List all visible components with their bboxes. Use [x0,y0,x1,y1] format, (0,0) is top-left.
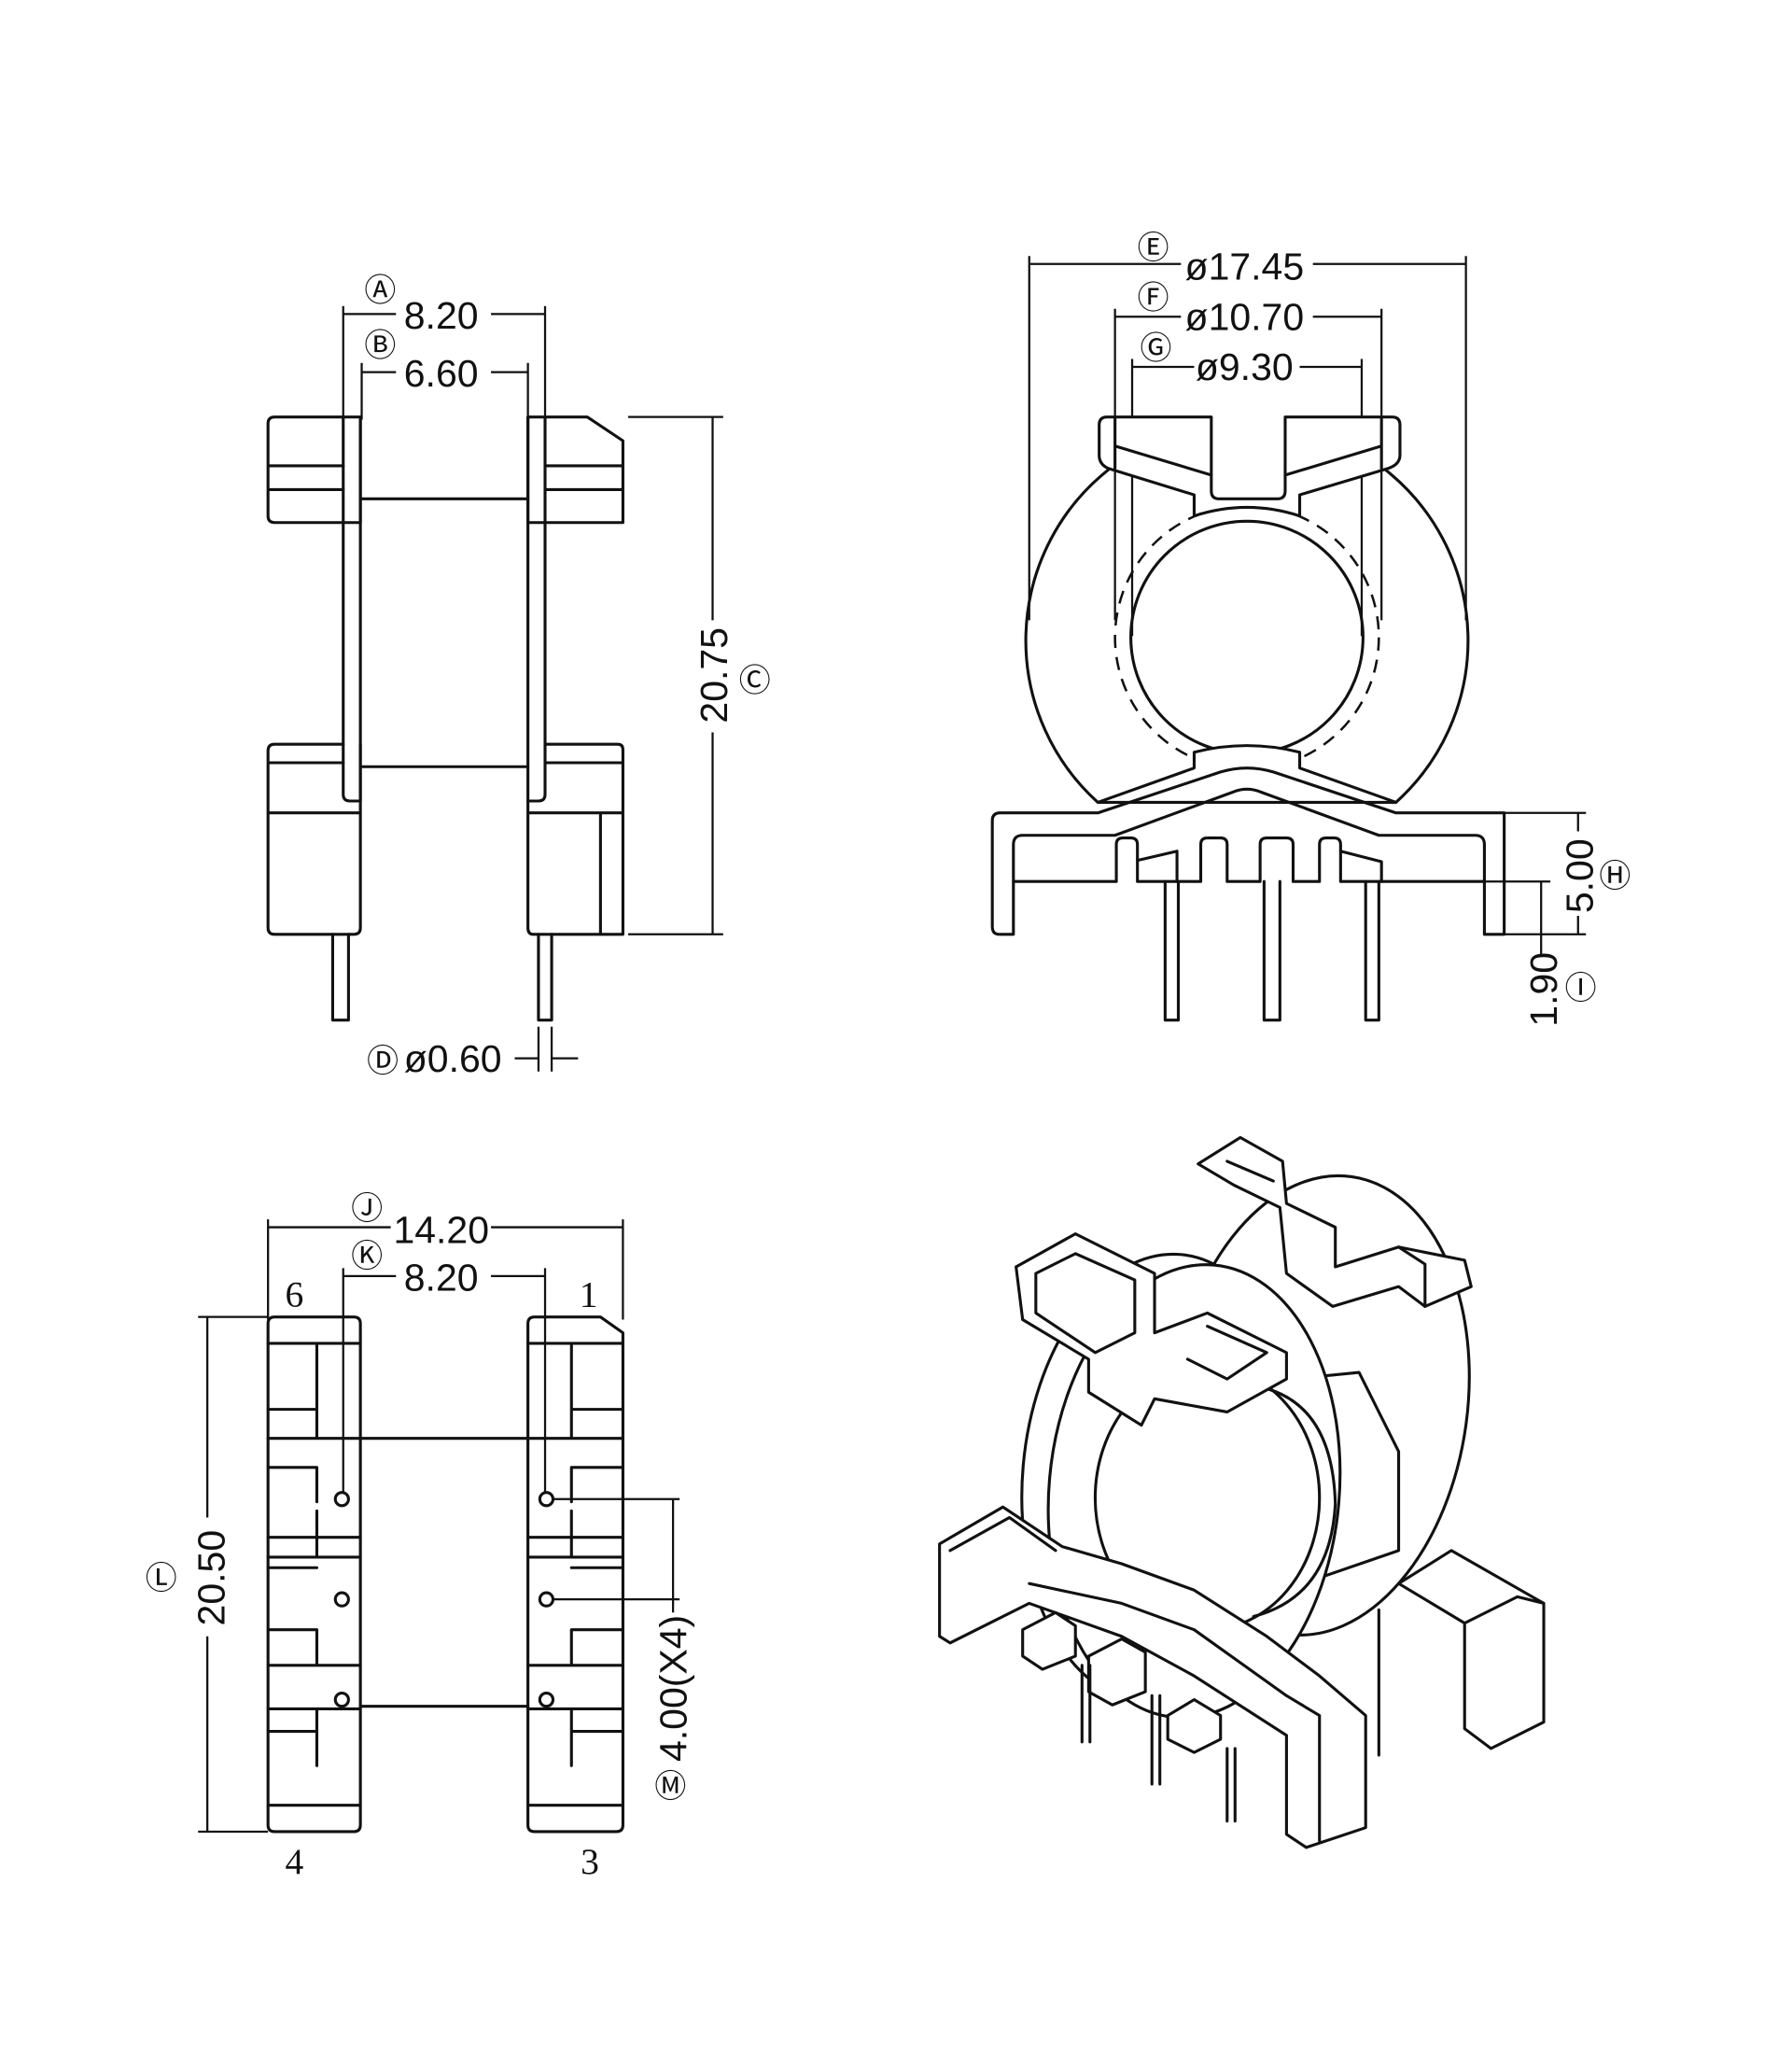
dim-a-tag: Ⓐ [364,273,396,308]
side-view: Ⓐ 8.20 Ⓑ 6.60 Ⓓ ø0.60 20.75 Ⓒ [266,273,771,1080]
dim-c-tag: Ⓒ [739,664,771,699]
dim-k-tag: Ⓚ [351,1239,383,1274]
dim-e-value: ø17.45 [1185,246,1305,288]
dim-m-value: 4.00(X4) [651,1615,694,1762]
dim-g-value: ø9.30 [1196,345,1294,388]
dimension-e: Ⓔ ø17.45 [1028,231,1467,621]
dim-g-tag: Ⓖ [1140,330,1171,366]
dimension-g: Ⓖ ø9.30 [1130,330,1364,637]
dim-b-value: 6.60 [404,352,479,395]
dimension-d: Ⓓ ø0.60 [367,1026,579,1080]
dimension-l: 20.50 Ⓛ [146,1315,269,1834]
pin-label-3: 3 [581,1841,599,1882]
dimension-c: 20.75 Ⓒ [628,415,771,935]
bottom-view: Ⓙ 14.20 Ⓚ 8.20 6 1 4 3 20.50 Ⓛ 4.00(X4) [146,1191,695,1882]
dim-j-value: 14.20 [393,1209,489,1252]
dim-e-tag: Ⓔ [1138,231,1169,266]
pin-label-4: 4 [286,1841,304,1882]
dim-l-value: 20.50 [190,1530,233,1626]
dim-i-tag: Ⓘ [1565,971,1597,1006]
pin-label-6: 6 [286,1273,304,1314]
pin-holes [333,1491,555,1708]
dim-f-value: ø10.70 [1185,295,1305,338]
front-view: Ⓔ ø17.45 Ⓕ ø10.70 Ⓖ ø9.30 5. [990,231,1631,1027]
dim-h-value: 5.00 [1558,838,1601,913]
dimension-k: Ⓚ 8.20 [342,1239,547,1495]
dim-f-tag: Ⓕ [1138,281,1169,316]
dim-d-tag: Ⓓ [367,1044,399,1079]
dim-h-tag: Ⓗ [1599,859,1631,894]
dim-b-tag: Ⓑ [364,329,396,364]
dimension-a: Ⓐ 8.20 [342,273,547,420]
pin-label-1: 1 [580,1273,598,1314]
dimension-m: 4.00(X4) Ⓜ [553,1497,694,1805]
dim-j-tag: Ⓙ [351,1191,383,1227]
dimension-h: 5.00 Ⓗ [1504,811,1631,935]
dimension-j: Ⓙ 14.20 [267,1191,624,1320]
dim-d-value: ø0.60 [404,1037,502,1080]
dim-l-tag: Ⓛ [146,1561,177,1596]
dim-a-value: 8.20 [404,294,479,337]
dimension-i: 1.90 Ⓘ [1484,880,1597,1027]
dimension-b: Ⓑ 6.60 [360,329,529,420]
dim-k-value: 8.20 [404,1256,479,1299]
dim-c-value: 20.75 [693,627,735,724]
dim-i-value: 1.90 [1522,952,1565,1027]
isometric-view [938,1135,1546,1849]
dim-m-tag: Ⓜ [654,1769,686,1805]
